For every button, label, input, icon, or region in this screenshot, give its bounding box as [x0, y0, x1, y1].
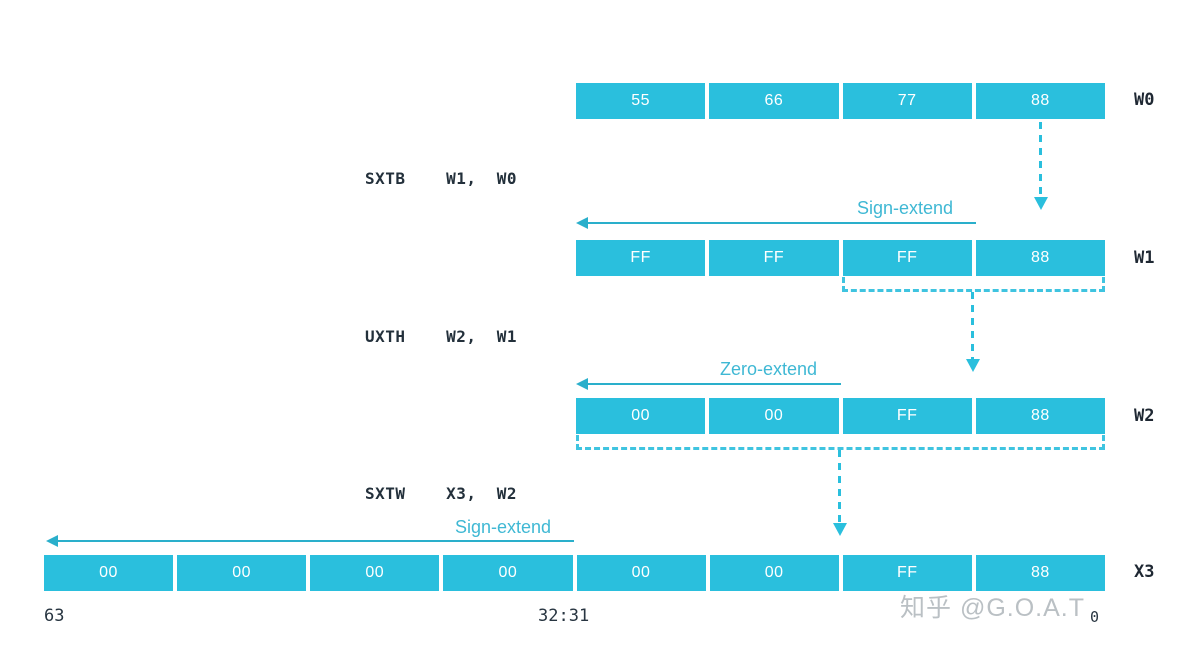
register-cell: 00 — [709, 398, 839, 434]
connector-dashed-line — [1039, 122, 1042, 198]
connector-arrowhead-icon — [1034, 197, 1048, 210]
sign-extend-arrow-1 — [576, 216, 976, 230]
register-cell: 88 — [975, 555, 1105, 591]
register-row-w2: 00 00 FF 88 — [576, 398, 1105, 434]
register-cell: 66 — [709, 83, 839, 119]
register-label-w1: W1 — [1134, 248, 1155, 268]
register-cell: 00 — [443, 555, 573, 591]
register-cell: 88 — [975, 398, 1105, 434]
register-cell: 00 — [576, 398, 706, 434]
register-label-w0: W0 — [1134, 90, 1155, 110]
register-cell: 88 — [975, 240, 1105, 276]
register-cell: 00 — [576, 555, 706, 591]
register-cell: 00 — [177, 555, 307, 591]
register-cell: 77 — [842, 83, 972, 119]
register-cell: FF — [842, 555, 972, 591]
register-cell: 55 — [576, 83, 706, 119]
sign-extend-label-2: Sign-extend — [455, 517, 552, 537]
instruction-uxth: UXTH W2, W1 — [365, 327, 517, 346]
register-cell: 00 — [44, 555, 174, 591]
selection-bracket-w2 — [576, 435, 1105, 450]
arrowhead-left-icon — [46, 535, 58, 547]
connector-arrowhead-icon — [966, 359, 980, 372]
register-row-w0: 55 66 77 88 — [576, 83, 1105, 119]
selection-bracket-w1 — [842, 277, 1105, 292]
sign-extend-label-1: Sign-extend — [857, 198, 954, 218]
zero-extend-label: Zero-extend — [720, 359, 818, 379]
arrow-line — [56, 540, 574, 542]
connector-arrow-w2-to-x3 — [833, 450, 847, 536]
zero-extend-arrow — [576, 377, 841, 391]
register-cell: FF — [576, 240, 706, 276]
register-cell: 00 — [310, 555, 440, 591]
register-cell: 00 — [709, 555, 839, 591]
connector-arrow-w0-to-w1 — [1034, 122, 1048, 210]
connector-dashed-line — [838, 450, 841, 524]
register-cell: FF — [709, 240, 839, 276]
arrowhead-left-icon — [576, 378, 588, 390]
connector-arrowhead-icon — [833, 523, 847, 536]
register-row-w1: FF FF FF 88 — [576, 240, 1105, 276]
register-cell: FF — [842, 398, 972, 434]
connector-arrow-w1-to-w2 — [966, 292, 980, 372]
bit-label-lsb: 0 — [1090, 608, 1100, 626]
connector-dashed-line — [971, 292, 974, 360]
arrow-line — [586, 222, 976, 224]
instruction-sxtb: SXTB W1, W0 — [365, 169, 517, 188]
watermark: 知乎 @G.O.A.T — [900, 594, 1085, 622]
bit-label-msb: 63 — [44, 606, 65, 626]
arrowhead-left-icon — [576, 217, 588, 229]
register-row-x3: 00 00 00 00 00 00 FF 88 — [44, 555, 1105, 591]
bit-label-mid: 32:31 — [538, 606, 590, 626]
register-cell: FF — [842, 240, 972, 276]
register-label-w2: W2 — [1134, 406, 1155, 426]
sign-extend-arrow-2 — [46, 534, 574, 548]
register-label-x3: X3 — [1134, 562, 1155, 582]
arrow-line — [586, 383, 841, 385]
instruction-sxtw: SXTW X3, W2 — [365, 484, 517, 503]
register-cell: 88 — [975, 83, 1105, 119]
